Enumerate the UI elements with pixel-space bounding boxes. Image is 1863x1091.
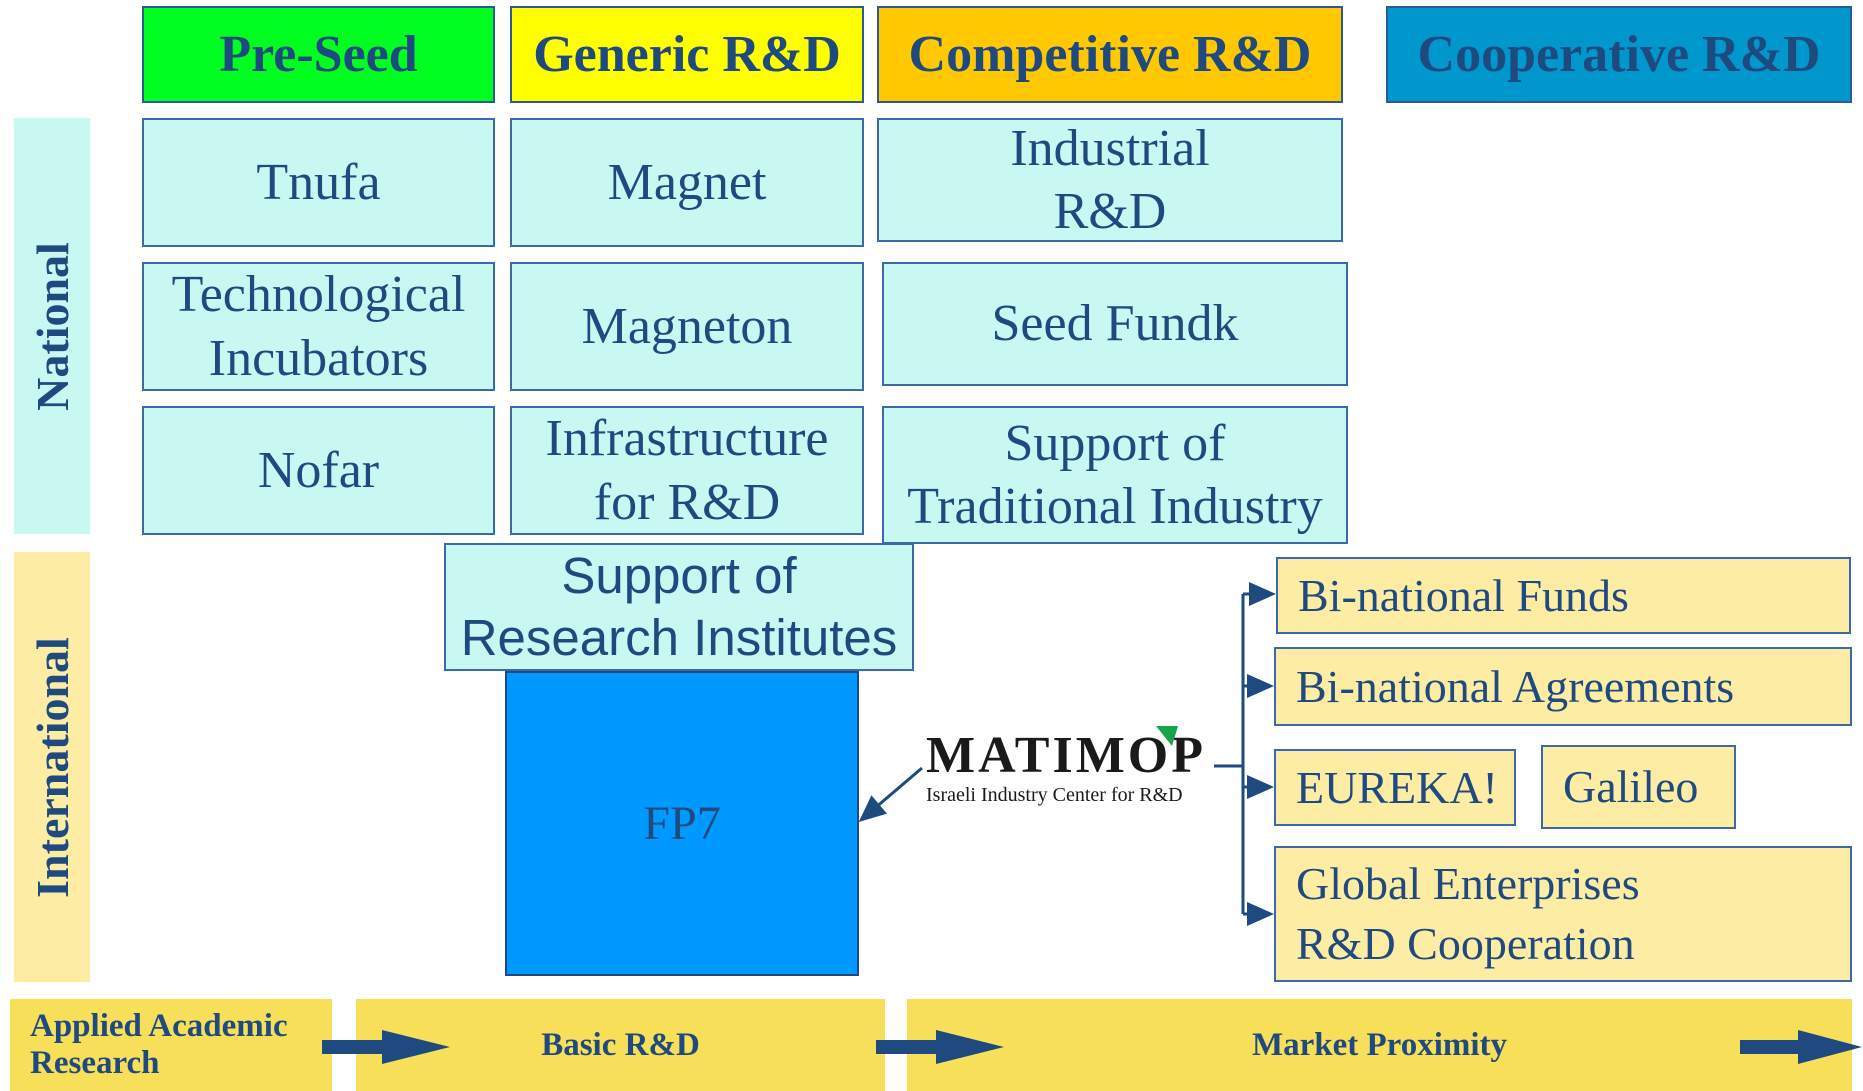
matimop-logo-text: MATIMOP (926, 727, 1206, 784)
industrial-rd-box: Industrial R&D (877, 118, 1343, 242)
binational-funds-box: Bi-national Funds (1276, 557, 1851, 634)
arrow-market-end (1740, 1030, 1862, 1064)
global-enterprises-box: Global Enterprises R&D Cooperation (1274, 846, 1852, 982)
matimop-logo: MATIMOP Israeli Industry Center for R&D (926, 726, 1216, 808)
binational-agreements-box: Bi-national Agreements (1274, 647, 1852, 726)
international-band: International (14, 552, 90, 982)
arrow-applied-to-basic (322, 1030, 450, 1064)
fp7-box: FP7 (505, 671, 859, 976)
eureka-box: EUREKA! (1274, 749, 1516, 826)
header-generic-rd: Generic R&D (510, 6, 864, 103)
infrastructure-rd-box: Infrastructure for R&D (510, 406, 864, 535)
nofar-box: Nofar (142, 406, 495, 535)
traditional-industry-box: Support of Traditional Industry (882, 406, 1348, 544)
header-pre-seed: Pre-Seed (142, 6, 495, 103)
magneton-box: Magneton (510, 262, 864, 391)
arrow-basic-to-market (876, 1030, 1004, 1064)
research-institutes-box: Support of Research Institutes (444, 543, 914, 671)
market-proximity-label: Market Proximity (907, 999, 1852, 1091)
basic-rd-label: Basic R&D (356, 999, 885, 1091)
applied-academic-research-label: Applied Academic Research (10, 999, 332, 1091)
matimop-subtitle: Israeli Industry Center for R&D (926, 784, 1183, 806)
magnet-box: Magnet (510, 118, 864, 247)
seed-fund-box: Seed Fundk (882, 262, 1348, 386)
technological-incubators-box: Technological Incubators (142, 262, 495, 391)
tnufa-box: Tnufa (142, 118, 495, 247)
header-cooperative-rd: Cooperative R&D (1386, 6, 1852, 103)
matimop-green-mark-icon (1156, 726, 1178, 746)
header-competitive-rd: Competitive R&D (877, 6, 1343, 103)
matimop-to-fp7-arrow (858, 766, 923, 822)
national-band: National (14, 118, 90, 534)
galileo-box: Galileo (1541, 745, 1736, 829)
